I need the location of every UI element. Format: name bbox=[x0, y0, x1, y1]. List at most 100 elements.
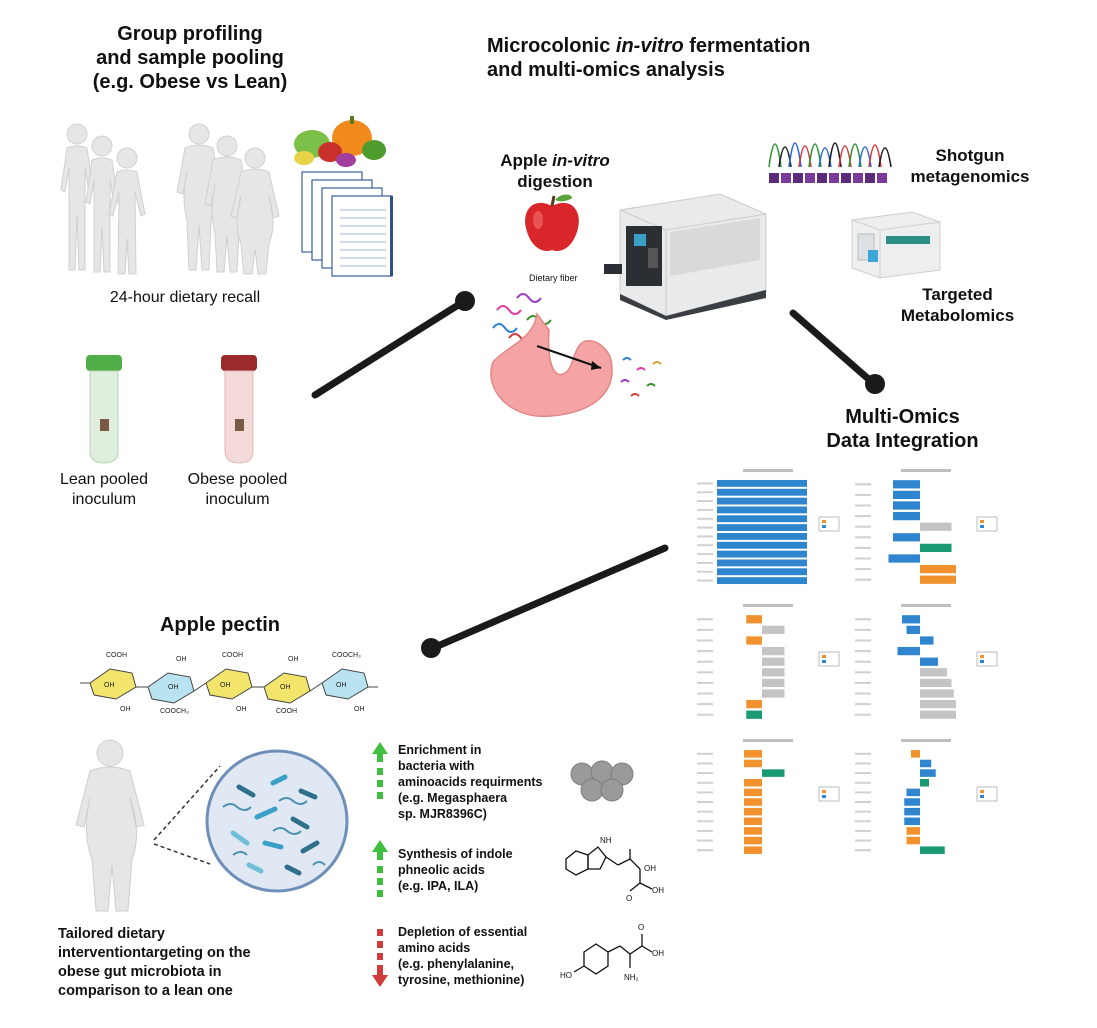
integration-bar bbox=[717, 568, 807, 576]
integration-bar-label-mark bbox=[855, 820, 871, 823]
shotgun-label: Shotgun metagenomics bbox=[910, 146, 1030, 186]
integration-bar-label-mark bbox=[855, 578, 871, 581]
integration-bar bbox=[888, 554, 920, 563]
integration-bar-label-mark bbox=[855, 671, 871, 674]
integration-bar bbox=[744, 846, 762, 854]
integration-bar bbox=[717, 506, 807, 514]
integration-bar bbox=[717, 541, 807, 549]
integration-bar-label-mark bbox=[697, 791, 713, 794]
integration-bar bbox=[744, 759, 762, 768]
chem-label: HO bbox=[560, 971, 572, 980]
integration-bar-label-mark bbox=[855, 681, 871, 684]
integration-bar-label-mark bbox=[697, 639, 713, 642]
integration-bar bbox=[920, 778, 929, 787]
integration-bar-label-mark bbox=[697, 650, 713, 653]
vegetables-icon bbox=[294, 116, 386, 167]
integration-legend-swatch bbox=[980, 520, 984, 523]
integration-bar-label-mark bbox=[855, 525, 871, 528]
fermentation-title: Microcolonic in-vitro fermentation and m… bbox=[487, 35, 811, 81]
integration-bar-label-mark bbox=[697, 810, 713, 813]
integration-bar-label-mark bbox=[697, 829, 713, 832]
integration-legend-swatch bbox=[980, 795, 984, 798]
integration-bar bbox=[906, 836, 920, 845]
chem-label: NH₂ bbox=[624, 973, 639, 982]
integration-bar bbox=[906, 788, 920, 797]
integration-bar bbox=[762, 625, 785, 635]
integration-bar bbox=[744, 778, 762, 787]
obese-group-silhouettes-icon bbox=[176, 123, 280, 275]
integration-bar-label-mark bbox=[855, 752, 871, 755]
integration-bar-label-mark bbox=[855, 515, 871, 518]
integration-bar bbox=[904, 807, 920, 816]
integration-bar bbox=[746, 636, 762, 645]
integration-bar bbox=[920, 846, 945, 854]
pectin-structure-icon: COOH OH OH OH OH COOCH₃ COOH OH OH OH OH… bbox=[80, 652, 378, 715]
pectin-group-label: OH bbox=[168, 684, 179, 691]
integration-bar-label-mark bbox=[697, 628, 713, 631]
integration-panels-svg bbox=[695, 465, 1003, 865]
integration-bar-label-mark bbox=[855, 849, 871, 852]
integration-bar-label-mark bbox=[697, 692, 713, 695]
integration-bar-label-mark bbox=[855, 810, 871, 813]
integration-bar-label-mark bbox=[697, 820, 713, 823]
integration-panel bbox=[853, 735, 1003, 865]
integration-bar-label-mark bbox=[697, 781, 713, 784]
magnify-lines bbox=[153, 765, 221, 865]
integration-bar-label-mark bbox=[855, 781, 871, 784]
integration-bar-label-mark bbox=[855, 839, 871, 842]
mass-spectrometer-icon bbox=[851, 211, 941, 279]
integration-legend bbox=[818, 516, 840, 532]
integration-bar bbox=[762, 689, 785, 698]
integration-bar bbox=[906, 827, 920, 835]
obese-inoculum-label: Obese pooled inoculum bbox=[187, 471, 288, 508]
integration-bar bbox=[717, 479, 807, 487]
integration-bar bbox=[920, 710, 956, 719]
integration-bar bbox=[920, 699, 956, 709]
integration-panel-title-mark bbox=[901, 739, 951, 742]
integration-legend bbox=[818, 786, 840, 802]
integration-bar-label-mark bbox=[855, 639, 871, 642]
integration-legend bbox=[976, 786, 998, 802]
integration-legend-swatch bbox=[822, 525, 826, 528]
integration-panel-title-mark bbox=[743, 469, 793, 472]
integration-bar bbox=[744, 817, 762, 826]
integration-bar-label-mark bbox=[697, 508, 713, 511]
integration-bar bbox=[920, 668, 947, 677]
integration-bar bbox=[744, 788, 762, 797]
integration-bar bbox=[904, 817, 920, 826]
chem-label: OH bbox=[652, 886, 664, 895]
chem-label: NH bbox=[600, 836, 612, 845]
pectin-group-label: COOH bbox=[276, 708, 297, 715]
integration-bar bbox=[717, 550, 807, 558]
integration-panel-title-mark bbox=[901, 469, 951, 472]
integration-bar-label-mark bbox=[697, 671, 713, 674]
integration-bar bbox=[920, 564, 956, 574]
integration-bar bbox=[920, 543, 952, 553]
integration-legend-swatch bbox=[980, 655, 984, 658]
integration-bar-label-mark bbox=[855, 703, 871, 706]
integration-bar-label-mark bbox=[855, 801, 871, 803]
integration-bar bbox=[920, 759, 932, 768]
integration-bar-label-mark bbox=[855, 829, 871, 832]
integration-bar bbox=[744, 750, 762, 758]
pectin-group-label: COOH bbox=[106, 652, 127, 659]
integration-bar-label-mark bbox=[697, 839, 713, 842]
integration-bar-label-mark bbox=[855, 791, 871, 794]
integration-bar bbox=[762, 646, 785, 656]
chem-label: O bbox=[638, 923, 644, 932]
integration-legend-swatch bbox=[822, 795, 826, 798]
pectin-group-label: COOH bbox=[222, 652, 243, 659]
stomach-digestion-icon bbox=[490, 293, 662, 418]
integration-bar bbox=[893, 480, 920, 489]
obese-inoculum-tube-icon bbox=[221, 355, 257, 464]
integration-bar-label-mark bbox=[855, 568, 871, 571]
integration-bar bbox=[744, 807, 762, 816]
integration-bar bbox=[893, 511, 920, 521]
increase-arrow-icon bbox=[372, 742, 388, 799]
integration-bar-label-mark bbox=[697, 561, 713, 564]
integration-legend bbox=[976, 516, 998, 532]
integration-panel bbox=[853, 600, 1003, 730]
integration-legend-swatch bbox=[980, 790, 984, 793]
indole-acid-structure-icon: NH OH O OH bbox=[565, 836, 664, 903]
integration-bar bbox=[920, 522, 952, 531]
